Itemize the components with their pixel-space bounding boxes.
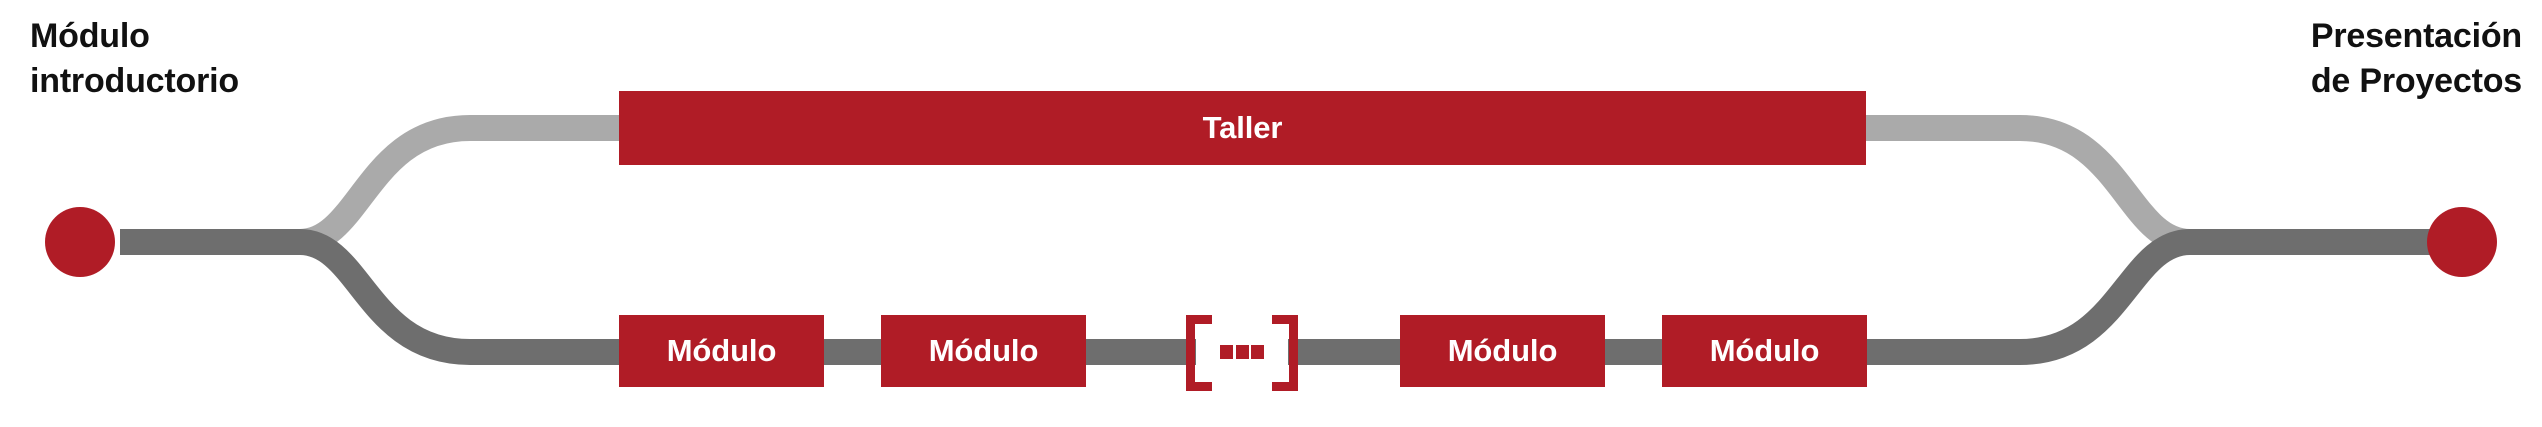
- modulo-box-1-label: Módulo: [666, 332, 777, 368]
- start-node-label: Módulo introductorio: [30, 17, 239, 100]
- ellipsis-dot-3: [1251, 345, 1264, 359]
- taller-bar[interactable]: Taller: [619, 91, 1866, 165]
- modulo-box-2[interactable]: Módulo: [881, 315, 1086, 387]
- ellipsis-placeholder: [1186, 315, 1298, 391]
- ellipsis-dot-1: [1220, 345, 1233, 359]
- end-node-circle: [2427, 207, 2497, 277]
- ellipsis-dot-2: [1235, 345, 1249, 359]
- modulo-box-3-label: Módulo: [1447, 332, 1558, 368]
- lower-track-right: [1860, 229, 2430, 365]
- upper-track-left: [120, 115, 625, 255]
- modulo-box-4[interactable]: Módulo: [1662, 315, 1867, 387]
- modulo-box-2-label: Módulo: [928, 332, 1039, 368]
- upper-track-right: [1860, 115, 2430, 255]
- lower-track-left: [120, 229, 625, 365]
- start-node-circle: [45, 207, 115, 277]
- bracket-right-icon: [1272, 315, 1298, 391]
- modulo-box-1[interactable]: Módulo: [619, 315, 824, 387]
- bracket-left-icon: [1186, 315, 1212, 391]
- modulo-box-3[interactable]: Módulo: [1400, 315, 1605, 387]
- modulo-box-4-label: Módulo: [1709, 332, 1820, 368]
- end-node-label: Presentación de Proyectos: [2310, 17, 2522, 100]
- taller-bar-label: Taller: [1202, 109, 1283, 145]
- ellipsis-dots-icon: [1220, 345, 1264, 359]
